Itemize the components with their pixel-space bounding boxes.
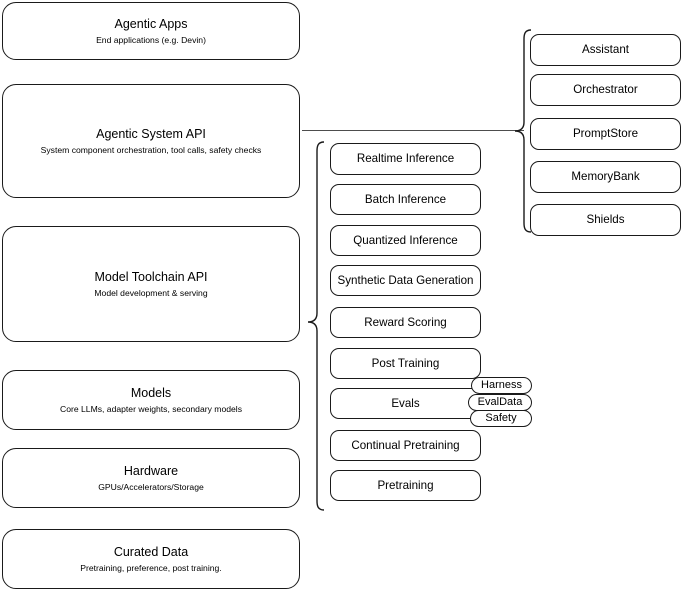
component-box-assistant[interactable]: Assistant (530, 34, 681, 66)
capability-label: Post Training (371, 356, 440, 370)
component-label: Orchestrator (573, 83, 638, 96)
component-label: PromptStore (572, 127, 639, 140)
capability-label: Synthetic Data Generation (337, 273, 474, 287)
layer-title: Agentic Apps (114, 16, 188, 31)
layer-box-models[interactable]: Models Core LLMs, adapter weights, secon… (2, 370, 300, 430)
layer-title: Agentic System API (96, 126, 206, 141)
capability-label: Continual Pretraining (351, 438, 460, 452)
layer-box-hardware[interactable]: Hardware GPUs/Accelerators/Storage (2, 448, 300, 508)
capability-box-continual-pretraining[interactable]: Continual Pretraining (330, 430, 481, 461)
evals-pill-label: EvalData (477, 396, 523, 408)
evals-pill-evaldata[interactable]: EvalData (468, 394, 532, 411)
layer-box-curated-data[interactable]: Curated Data Pretraining, preference, po… (2, 529, 300, 589)
capability-box-quantized-inference[interactable]: Quantized Inference (330, 225, 481, 256)
capability-label: Batch Inference (364, 192, 447, 206)
layer-box-agentic-system-api[interactable]: Agentic System API System component orch… (2, 84, 300, 198)
layer-title: Models (130, 385, 172, 400)
evals-pill-harness[interactable]: Harness (471, 377, 532, 394)
capability-box-batch-inference[interactable]: Batch Inference (330, 184, 481, 215)
capability-label: Pretraining (377, 478, 434, 492)
evals-pill-label: Safety (485, 412, 517, 424)
component-label: MemoryBank (571, 170, 640, 183)
component-label: Assistant (581, 43, 630, 56)
layer-box-model-toolchain-api[interactable]: Model Toolchain API Model development & … (2, 226, 300, 342)
layer-subtitle: Core LLMs, adapter weights, secondary mo… (60, 403, 242, 414)
layer-box-agentic-apps[interactable]: Agentic Apps End applications (e.g. Devi… (2, 2, 300, 60)
component-box-promptstore[interactable]: PromptStore (530, 118, 681, 150)
brace-toolchain-capabilities (306, 140, 326, 518)
component-box-memorybank[interactable]: MemoryBank (530, 161, 681, 193)
capability-box-reward-scoring[interactable]: Reward Scoring (330, 307, 481, 338)
capability-label: Quantized Inference (353, 233, 458, 247)
connector-agentic-system-to-components (302, 130, 524, 132)
capability-label: Reward Scoring (364, 315, 447, 329)
layer-subtitle: System component orchestration, tool cal… (40, 144, 262, 155)
evals-pill-label: Harness (481, 379, 522, 391)
capability-label: Evals (391, 396, 420, 410)
capability-label: Realtime Inference (356, 152, 455, 165)
layer-subtitle: Model development & serving (94, 287, 208, 298)
capability-box-realtime-inference[interactable]: Realtime Inference (330, 143, 481, 175)
capability-box-pretraining[interactable]: Pretraining (330, 470, 481, 501)
layer-subtitle: End applications (e.g. Devin) (96, 34, 206, 45)
layer-title: Curated Data (113, 544, 189, 559)
layer-subtitle: GPUs/Accelerators/Storage (98, 481, 204, 492)
component-label: Shields (586, 213, 625, 226)
capability-box-synthetic-data-generation[interactable]: Synthetic Data Generation (330, 265, 481, 296)
capability-box-post-training[interactable]: Post Training (330, 348, 481, 379)
component-box-orchestrator[interactable]: Orchestrator (530, 74, 681, 106)
layer-title: Hardware (123, 463, 179, 478)
layer-subtitle: Pretraining, preference, post training. (80, 562, 222, 573)
evals-pill-safety[interactable]: Safety (470, 410, 532, 427)
capability-box-evals[interactable]: Evals (330, 388, 481, 419)
component-box-shields[interactable]: Shields (530, 204, 681, 236)
layer-title: Model Toolchain API (94, 269, 208, 284)
